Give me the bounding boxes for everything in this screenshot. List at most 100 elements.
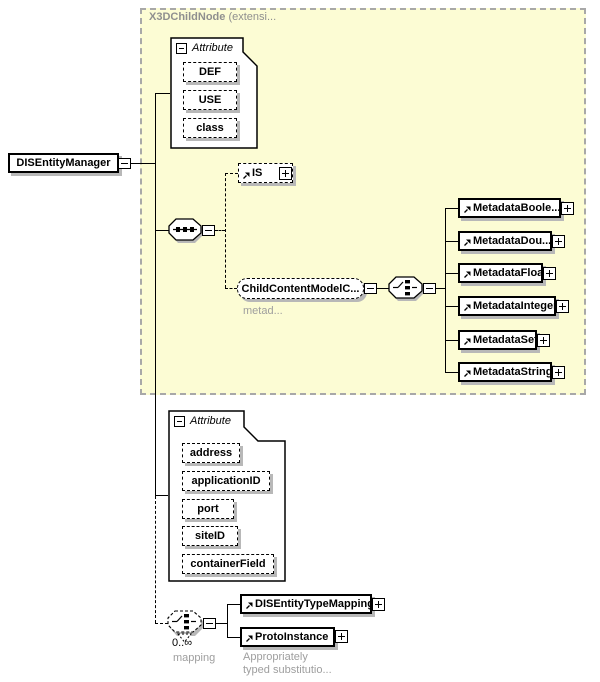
element-disentitytypemapping[interactable]: DISEntityTypeMapping — [240, 594, 374, 614]
trunk-line — [155, 93, 156, 496]
choice-icon — [172, 614, 196, 630]
element-label: ProtoInstance — [255, 631, 329, 643]
attribute-label: port — [197, 503, 219, 515]
expand-icon[interactable] — [537, 334, 550, 347]
attribute-label: applicationID — [191, 475, 261, 487]
element-label: DISEntityManager — [16, 157, 111, 169]
attribute-label: class — [196, 122, 224, 134]
choice-icon — [393, 280, 417, 296]
collapse-icon[interactable] — [118, 158, 131, 169]
attribute-def[interactable]: DEF — [183, 62, 237, 82]
element-disentitymanager[interactable]: DISEntityManager — [8, 153, 119, 173]
region-suffix: (extensi... — [225, 11, 277, 23]
dashed-fork-line — [225, 173, 226, 288]
element-metadataset[interactable]: MetadataSet — [458, 330, 538, 350]
element-label: DISEntityTypeMapping — [255, 598, 374, 610]
group-label: ChildContentModelC... — [241, 282, 360, 295]
connector-line — [131, 163, 155, 164]
attribute-port[interactable]: port — [182, 499, 234, 519]
sequence-connector[interactable] — [168, 218, 208, 247]
attribute-label: containerField — [190, 558, 266, 570]
reference-arrow-icon — [464, 304, 471, 311]
sequence-icon — [173, 227, 197, 232]
element-metadatainteger[interactable]: MetadataInteger — [458, 296, 558, 316]
attribute-applicationid[interactable]: applicationID — [182, 471, 270, 491]
element-protoinstance[interactable]: ProtoInstance — [240, 627, 335, 647]
connector-line — [445, 208, 458, 209]
reference-arrow-icon — [246, 635, 253, 642]
mapping-choice-connector[interactable] — [166, 610, 210, 644]
attribute-use[interactable]: USE — [183, 90, 237, 110]
collapse-icon[interactable] — [176, 42, 187, 54]
expand-icon[interactable] — [279, 167, 292, 180]
choice-connector[interactable] — [388, 276, 430, 305]
expand-icon[interactable] — [552, 235, 565, 248]
attribute-group-header: Attribute — [174, 415, 231, 427]
mapping-annotation: mapping — [173, 652, 216, 664]
attribute-label: USE — [198, 94, 222, 106]
connector-line — [445, 273, 458, 274]
attribute-label: address — [189, 447, 233, 459]
metadata-fork-line — [445, 208, 446, 372]
attribute-label: DEF — [199, 66, 221, 78]
connector-line — [155, 495, 168, 496]
dashed-connector-line — [225, 288, 237, 289]
connector-line — [445, 241, 458, 242]
attribute-group-title: Attribute — [192, 42, 233, 54]
mapping-fork-line — [227, 604, 228, 638]
reference-arrow-icon — [464, 338, 471, 345]
dashed-trunk-line — [155, 496, 156, 623]
attribute-class[interactable]: class — [183, 118, 237, 138]
attribute-siteid[interactable]: siteID — [182, 526, 238, 546]
collapse-icon[interactable] — [202, 225, 215, 236]
collapse-icon[interactable] — [174, 415, 185, 427]
dashed-connector-line — [215, 230, 225, 231]
element-label: MetadataDou... — [473, 235, 552, 247]
connector-line — [216, 623, 227, 624]
element-label: IS — [252, 167, 263, 179]
substitution-note-line2: typed substitutio... — [243, 664, 332, 676]
connector-line — [155, 230, 170, 231]
reference-arrow-icon — [464, 206, 471, 213]
expand-icon[interactable] — [543, 267, 556, 280]
connector-line — [377, 288, 389, 289]
group-childcontentmodel[interactable]: ChildContentModelC... — [237, 278, 364, 299]
expand-icon[interactable] — [561, 202, 574, 215]
collapse-icon[interactable] — [423, 283, 436, 294]
connector-line — [445, 306, 458, 307]
element-label: MetadataSet — [473, 334, 538, 346]
expand-icon[interactable] — [335, 630, 348, 643]
element-metadatadouble[interactable]: MetadataDou... — [458, 231, 552, 251]
reference-arrow-icon — [464, 239, 471, 246]
element-metadataboolean[interactable]: MetadataBoole... — [458, 198, 561, 218]
attribute-containerfield[interactable]: containerField — [182, 554, 274, 574]
collapse-icon[interactable] — [364, 283, 377, 294]
connector-line — [445, 340, 458, 341]
reference-arrow-icon — [246, 602, 253, 609]
reference-arrow-icon — [464, 370, 471, 377]
attribute-label: siteID — [195, 530, 225, 542]
expand-icon[interactable] — [372, 598, 385, 611]
reference-arrow-icon — [464, 271, 471, 278]
reference-arrow-icon — [243, 172, 250, 179]
substitution-triangle-icon — [176, 633, 193, 643]
element-label: MetadataFloat — [473, 267, 547, 279]
element-label: MetadataBoole... — [473, 202, 561, 214]
cardinality-label: 0..∞ — [172, 637, 193, 649]
element-metadatafloat[interactable]: MetadataFloat — [458, 263, 547, 283]
connector-line — [227, 637, 240, 638]
dashed-connector-line — [155, 623, 168, 624]
expand-icon[interactable] — [556, 300, 569, 313]
region-name: X3DChildNode — [149, 11, 226, 23]
attribute-address[interactable]: address — [182, 443, 240, 463]
element-label: MetadataInteger — [473, 300, 558, 312]
connector-line — [445, 372, 458, 373]
element-label: MetadataString — [473, 366, 553, 378]
expand-icon[interactable] — [552, 366, 565, 379]
substitution-note-line1: Appropriately — [243, 651, 308, 663]
connector-line — [227, 604, 240, 605]
collapse-icon[interactable] — [203, 618, 216, 629]
connector-line — [155, 93, 170, 94]
element-metadatastring[interactable]: MetadataString — [458, 362, 552, 382]
